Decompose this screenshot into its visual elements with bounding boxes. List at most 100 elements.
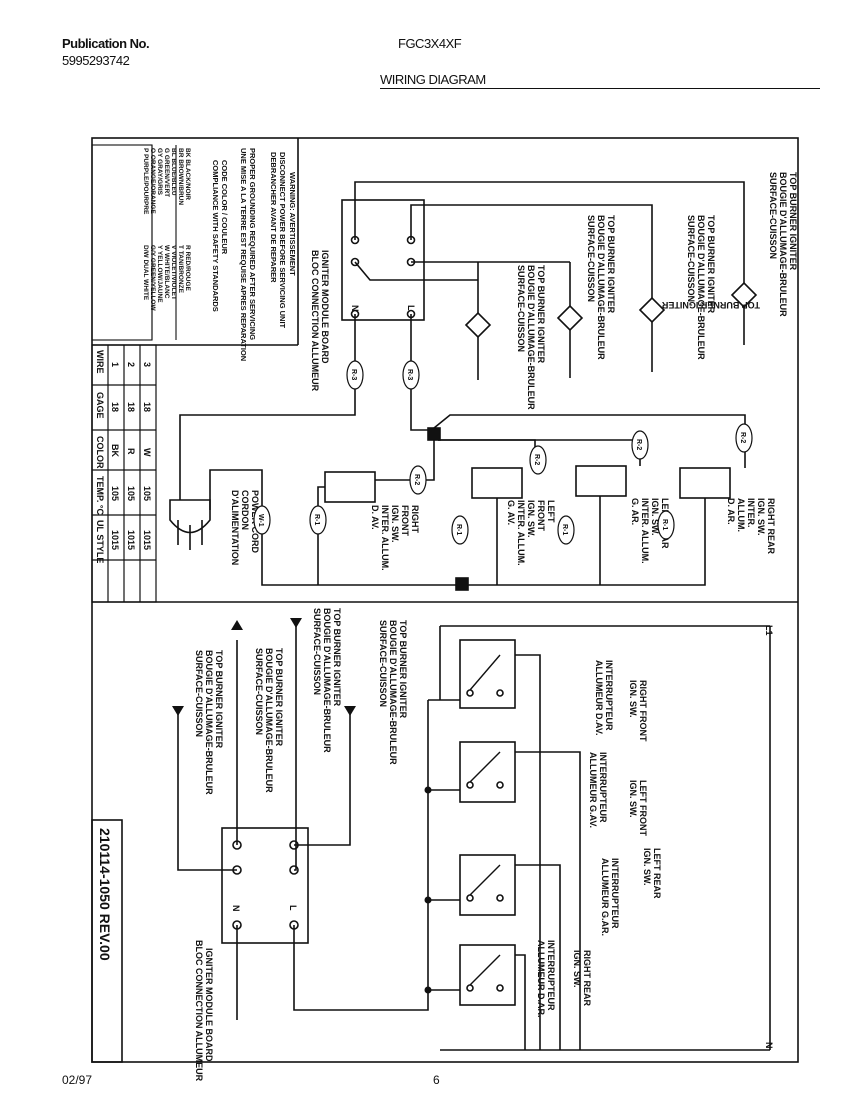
igniter-label-3-fr1: BOUGIE D'ALLUMAGE-BRULEUR — [596, 215, 606, 360]
igniter-bot-1-fr1: BOUGIE D'ALLUMAGE-BRULEUR — [388, 620, 398, 765]
sw-top-3-l3: IGN. SW. — [526, 500, 536, 538]
switch-top-left-rear — [575, 465, 627, 497]
warning-line3: PROPER GROUNDING REQUIRED AFTER SERVICIN… — [248, 148, 257, 340]
sw-top-4-l3: IGN. SW. — [390, 505, 400, 543]
igniter-label-4-fr2: SURFACE-CUISSON — [516, 265, 526, 352]
warning-line4: UNE MISE A LA TERRE EST REQUISE APRES RE… — [239, 148, 248, 361]
sw-top-4-l2: FRONT — [400, 505, 410, 536]
sw-bot-4-en1: RIGHT REAR — [582, 950, 592, 1007]
igniter-top-1 — [730, 262, 758, 345]
wire-table-h3: COLOR — [95, 436, 105, 469]
publication-number: 5995293742 — [62, 53, 130, 68]
sw-bot-4-en2: IGN. SW. — [572, 950, 582, 988]
wire-tag-10: R-3 — [406, 369, 413, 380]
switch-bottom-right-rear — [459, 944, 516, 1006]
module-title-top: IGNITER MODULE BOARD — [320, 250, 330, 364]
igniter-bot-2-en: TOP BURNER IGNITER — [332, 608, 342, 707]
wire-table-h1: WIRE — [95, 350, 105, 374]
color-legend-grid — [91, 144, 177, 341]
warning-note2: COMPLIANCE WITH SAFETY STANDARDS — [211, 160, 220, 312]
module-title-bottom: IGNITER MODULE BOARD — [204, 948, 214, 1062]
wire-r2-c4: 105 — [126, 486, 136, 501]
sw-top-1-l3: INTER. — [746, 498, 756, 528]
igniter-label-4-fr1: BOUGIE D'ALLUMAGE-BRULEUR — [526, 265, 536, 410]
igniter-label-3-fr2: SURFACE-CUISSON — [586, 215, 596, 302]
switch-bottom-right-front — [459, 639, 516, 709]
wire-r2-c3: R — [126, 448, 136, 455]
wire-r3-c4: 105 — [142, 486, 152, 501]
sw-bot-2-fr2: ALLUMEUR G.AV. — [588, 752, 598, 828]
wire-table-grid — [91, 344, 157, 603]
sw-bot-3-fr1: INTERRUPTEUR — [610, 858, 620, 929]
color-code-14: D/W DUAL WHITE — [142, 245, 149, 301]
wire-table-h5: UL STYLE — [95, 520, 105, 563]
module-board-top — [341, 199, 425, 321]
sw-top-3-l2: FRONT — [536, 500, 546, 531]
sw-bot-3-en1: LEFT REAR — [652, 848, 662, 899]
wire-r3-c5: 1015 — [142, 530, 152, 550]
wire-table-h2: GAGE — [95, 392, 105, 419]
warning-line2: DEBRANCHER AVANT DE REPARER — [269, 152, 278, 283]
sw-top-2-l3: INTER. ALLUM. — [640, 498, 650, 564]
module-sub-bottom: BLOC CONNECTION ALLUMEUR — [194, 940, 204, 1082]
sw-top-4-l1: RIGHT — [410, 505, 420, 534]
igniter-bot-4-fr1: BOUGIE D'ALLUMAGE-BRULEUR — [204, 650, 214, 795]
igniter-label-1: TOP BURNER IGNITER — [661, 300, 760, 310]
wire-r1-c5: 1015 — [110, 530, 120, 550]
igniter-bot-2-fr1: BOUGIE D'ALLUMAGE-BRULEUR — [322, 608, 332, 753]
sw-top-4-l5: D. AV. — [370, 505, 380, 530]
igniter-label-4-en: TOP BURNER IGNITER — [536, 265, 546, 364]
igniter-label-2-fr1: BOUGIE D'ALLUMAGE-BRULEUR — [696, 215, 706, 360]
power-plug — [169, 450, 211, 550]
wire-tag-9: R-3 — [350, 369, 357, 380]
color-code-10: V VIOLET/VIOLET — [170, 245, 177, 300]
switch-bottom-left-rear — [459, 854, 516, 916]
switch-bottom-left-front — [459, 741, 516, 803]
wire-r2-c1: 2 — [126, 362, 136, 367]
igniter-bot-1-en: TOP BURNER IGNITER — [398, 620, 408, 719]
sw-bot-1-en1: RIGHT FRONT — [638, 680, 648, 742]
wire-r3-c1: 3 — [142, 362, 152, 367]
sw-top-1-l5: D. AR. — [726, 498, 736, 525]
igniter-label-1-fr2: SURFACE-CUISSON — [768, 172, 778, 259]
color-code-13: G/Y GREEN/YELLOW — [149, 245, 156, 311]
color-code-6: O ORANGE/ORANGE — [149, 148, 156, 214]
footer-page-number: 6 — [433, 1073, 440, 1087]
wire-r1-c3: BK — [110, 444, 120, 457]
wire-r1-c2: 18 — [110, 402, 120, 412]
page-title: WIRING DIAGRAM — [380, 72, 486, 87]
igniter-label-3-en: TOP BURNER IGNITER — [606, 215, 616, 314]
warning-line1: DISCONNECT POWER BEFORE SERVICING UNIT — [278, 152, 287, 329]
sw-top-3-l5: G. AV. — [506, 500, 516, 525]
warning-note1: CODE COLOR / COULEUR — [220, 160, 229, 255]
footer-date: 02/97 — [62, 1073, 93, 1087]
sw-top-3-l1: LEFT — [546, 500, 556, 523]
wire-tags: R-2 R-2 R-2 R-2 R-1 R-1 R-1 R-1 R-3 R-3 … — [253, 360, 753, 545]
wire-r1-c4: 105 — [110, 486, 120, 501]
sw-top-1-l2: IGN. SW. — [756, 498, 766, 536]
sw-bot-2-en1: LEFT FRONT — [638, 780, 648, 836]
wire-tag-1: R-2 — [739, 432, 746, 443]
igniter-top-2 — [638, 262, 666, 372]
document-number: 210114-1050 REV.00 — [97, 828, 113, 961]
module-board-bottom — [221, 827, 309, 944]
switch-top-right-front — [324, 471, 376, 503]
color-code-11: W WHITE/BLANC — [163, 245, 170, 299]
switch-top-left-front — [471, 467, 523, 499]
sw-bot-1-fr2: ALLUMEUR D.AV. — [594, 660, 604, 736]
igniter-bot-3-en: TOP BURNER IGNITER — [274, 648, 284, 747]
header-rule — [380, 88, 820, 89]
sw-bot-2-en2: IGN. SW. — [628, 780, 638, 818]
module-pin-n-bottom: N — [231, 905, 241, 912]
igniter-label-1-en: TOP BURNER IGNITER — [788, 172, 798, 271]
sw-top-1-l1: RIGHT REAR — [766, 498, 776, 555]
wire-r3-c3: W — [142, 448, 152, 457]
igniter-bot-3-fr1: BOUGIE D'ALLUMAGE-BRULEUR — [264, 648, 274, 793]
sw-bot-2-fr1: INTERRUPTEUR — [598, 752, 608, 823]
model-number: FGC3X4XF — [398, 36, 462, 51]
igniter-bot-4-fr2: SURFACE-CUISSON — [194, 650, 204, 737]
junction-top — [427, 427, 441, 441]
switch-top-right-rear — [679, 467, 731, 499]
sw-bot-4-fr1: INTERRUPTEUR — [546, 940, 556, 1011]
color-code-8: R RED/ROUGE — [184, 245, 191, 292]
